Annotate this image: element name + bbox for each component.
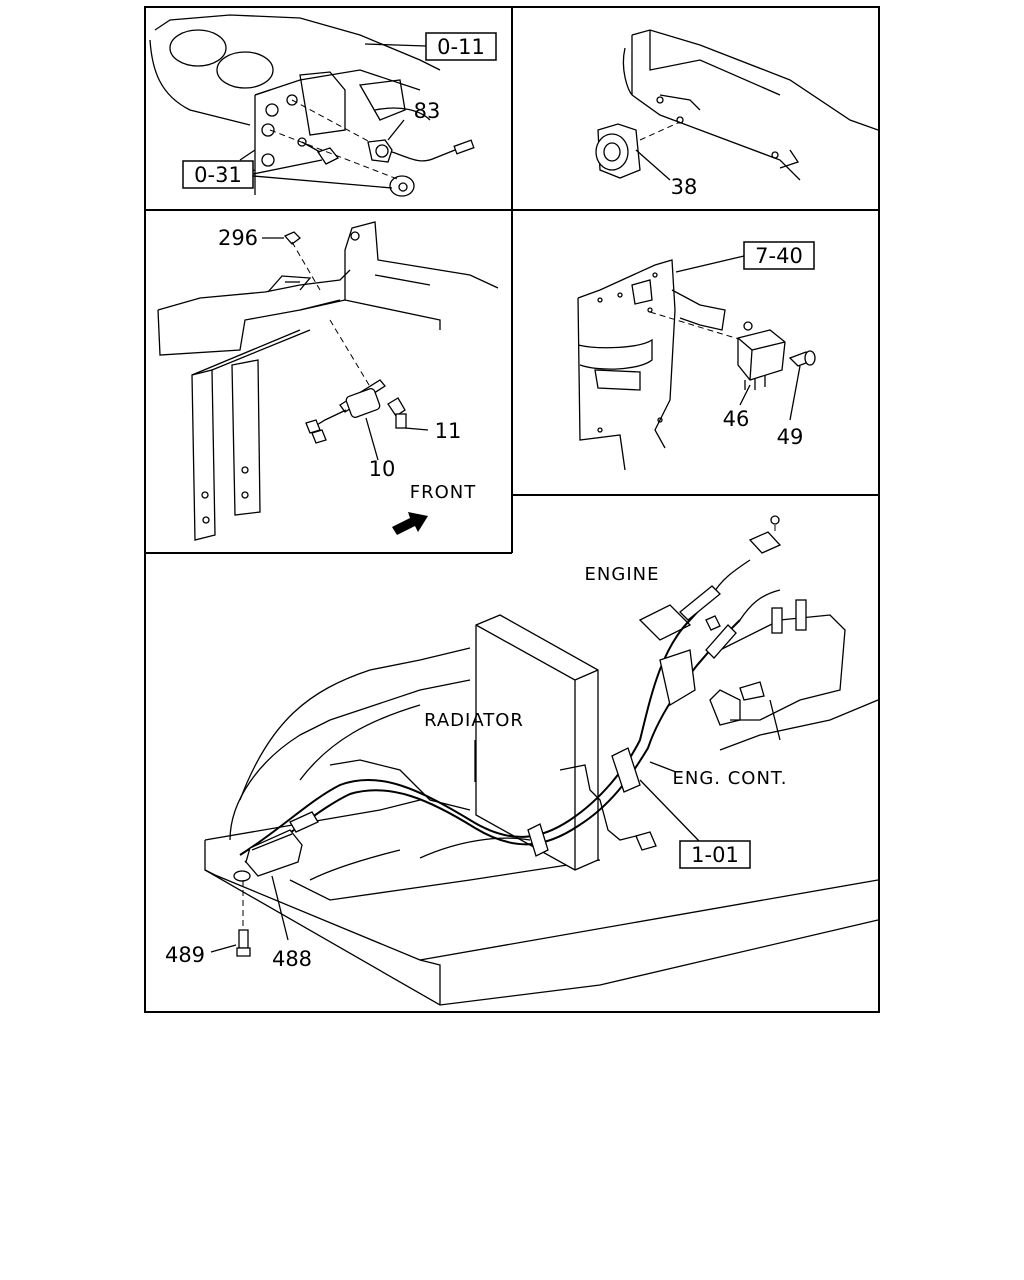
ref-label-0-11: 0-11 bbox=[437, 35, 485, 59]
ref-box-7-40 bbox=[743, 241, 815, 270]
part-number-488: 488 bbox=[272, 947, 312, 971]
radiator-label: RADIATOR bbox=[424, 710, 524, 731]
ref-label-0-31: 0-31 bbox=[194, 163, 242, 187]
ref-box-0-31 bbox=[182, 160, 254, 189]
part-number-489: 489 bbox=[165, 943, 205, 967]
ref-box-1-01 bbox=[679, 840, 751, 869]
ref-box-0-11 bbox=[425, 32, 497, 61]
part-number-38: 38 bbox=[671, 175, 698, 199]
part-number-83: 83 bbox=[414, 99, 441, 123]
ref-label-7-40: 7-40 bbox=[755, 244, 803, 268]
part-number-11: 11 bbox=[435, 419, 462, 443]
diagram-frame bbox=[144, 6, 880, 1013]
front-direction-label: FRONT bbox=[410, 482, 477, 503]
panel-engine-block-sensor: 0-11 0-31 83 bbox=[149, 14, 497, 197]
part-number-46: 46 bbox=[723, 407, 750, 431]
ref-label-1-01: 1-01 bbox=[691, 843, 739, 867]
part-number-49: 49 bbox=[777, 425, 804, 449]
panel-engine-harness: RADIATOR ENGINE bbox=[165, 515, 879, 1006]
engine-label: ENGINE bbox=[585, 564, 660, 585]
panel-relay-bracket: 46 49 7-40 bbox=[577, 241, 816, 471]
front-arrow-icon bbox=[392, 512, 428, 535]
part-number-10: 10 bbox=[369, 457, 396, 481]
part-number-296: 296 bbox=[218, 226, 258, 250]
panel-crossmember-sensor: 296 10 11 FRONT bbox=[157, 221, 499, 541]
panel-frame-mount: 38 bbox=[595, 29, 879, 199]
eng-cont-label: ENG. CONT. bbox=[672, 768, 787, 789]
